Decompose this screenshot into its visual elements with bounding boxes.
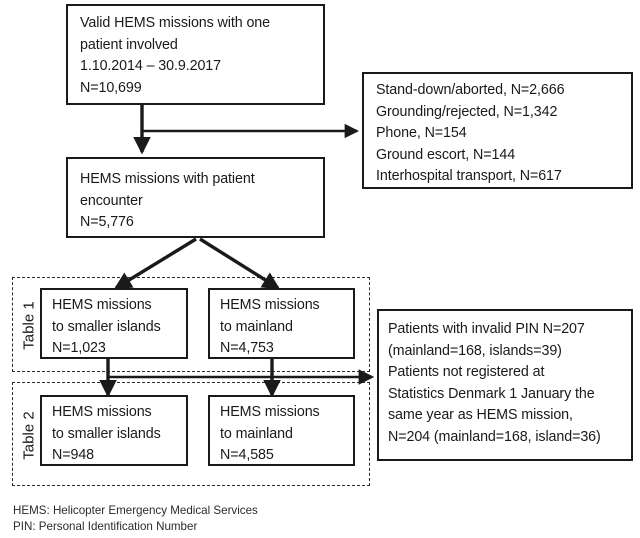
node-line: Interhospital transport, N=617 bbox=[376, 168, 562, 184]
node-valid-hems-missions: Valid HEMS missions with one patient inv… bbox=[66, 4, 325, 105]
node-line: same year as HEMS mission, bbox=[388, 407, 573, 423]
node-line: to smaller islands bbox=[52, 318, 161, 335]
node-line: Stand-down/aborted, N=2,666 bbox=[376, 82, 565, 98]
node-line: 1.10.2014 – 30.9.2017 bbox=[80, 58, 222, 74]
node-line: N=948 bbox=[52, 447, 95, 463]
node-table2-mainland: HEMS missions to mainland N=4,585 bbox=[208, 395, 355, 466]
node-line: HEMS missions bbox=[52, 297, 152, 313]
node-table2-islands: HEMS missions to smaller islands N=948 bbox=[40, 395, 188, 466]
node-line: HEMS missions bbox=[52, 404, 152, 420]
table2-group-box bbox=[12, 382, 370, 486]
node-line: N=1,023 bbox=[52, 340, 106, 356]
node-line: HEMS missions bbox=[220, 404, 320, 420]
node-line: to mainland bbox=[220, 425, 293, 442]
node-line: N=4,585 bbox=[220, 447, 274, 463]
node-line: patient involved bbox=[80, 36, 178, 53]
node-excluded-missions: Stand-down/aborted, N=2,666 Grounding/re… bbox=[362, 72, 633, 189]
node-line: HEMS missions with patient bbox=[80, 171, 255, 187]
node-line: N=5,776 bbox=[80, 214, 134, 230]
node-line: to smaller islands bbox=[52, 425, 161, 442]
node-excluded-invalid-pin: Patients with invalid PIN N=207 (mainlan… bbox=[377, 309, 633, 461]
legend-line: HEMS: Helicopter Emergency Medical Servi… bbox=[13, 504, 258, 517]
node-line: Phone, N=154 bbox=[376, 125, 467, 141]
node-table1-mainland: HEMS missions to mainland N=4,753 bbox=[208, 288, 355, 359]
table1-group-label: Table 1 bbox=[20, 301, 38, 350]
node-line: HEMS missions bbox=[220, 297, 320, 313]
abbreviations-legend: HEMS: Helicopter Emergency Medical Servi… bbox=[13, 503, 258, 534]
table2-group-label: Table 2 bbox=[20, 411, 38, 460]
node-line: (mainland=168, islands=39) bbox=[388, 342, 562, 359]
node-hems-missions-patient-encounter: HEMS missions with patient encounter N=5… bbox=[66, 157, 325, 238]
node-line: N=4,753 bbox=[220, 340, 274, 356]
node-line: to mainland bbox=[220, 318, 293, 335]
node-line: Patients with invalid PIN N=207 bbox=[388, 321, 585, 337]
node-line: N=10,699 bbox=[80, 79, 142, 96]
node-line: Ground escort, N=144 bbox=[376, 146, 516, 163]
node-table1-islands: HEMS missions to smaller islands N=1,023 bbox=[40, 288, 188, 359]
legend-line: PIN: Personal Identification Number bbox=[13, 519, 198, 533]
node-line: Valid HEMS missions with one bbox=[80, 15, 271, 31]
node-line: Statistics Denmark 1 January the bbox=[388, 385, 595, 402]
node-line: Grounding/rejected, N=1,342 bbox=[376, 103, 558, 120]
node-line: N=204 (mainland=168, island=36) bbox=[388, 428, 601, 445]
node-line: Patients not registered at bbox=[388, 364, 545, 380]
node-line: encounter bbox=[80, 192, 143, 209]
